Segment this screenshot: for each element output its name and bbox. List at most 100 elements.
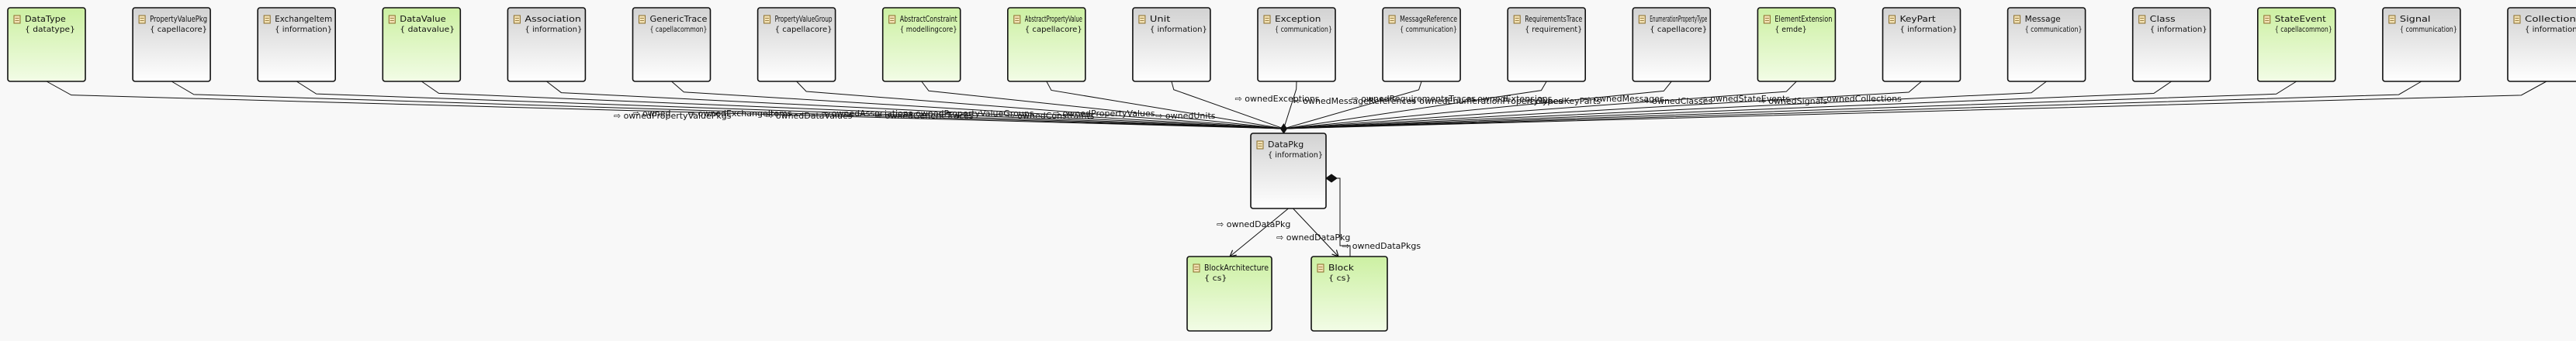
composition-edge-stateevent[interactable]	[1283, 81, 2297, 129]
class-box-elementextension[interactable]: ElementExtension{ emde}	[1757, 7, 1837, 82]
composition-edge-collection[interactable]	[1283, 81, 2547, 129]
class-box-datatype[interactable]: DataType{ datatype}	[7, 7, 86, 82]
class-title: Class	[2150, 14, 2176, 24]
edge-label: ⇨ ownedDataPkgs	[1342, 241, 1421, 251]
edge-line	[171, 81, 1284, 129]
class-package: { cs}	[1204, 274, 1227, 283]
labels-layer: ⇨ owned⇨ ownedPropertyValuePkgs⇨ ownedEx…	[614, 94, 1902, 251]
class-box-unit[interactable]: Unit{ information}	[1132, 7, 1211, 82]
class-box-frame	[1007, 7, 1086, 82]
class-box-frame	[132, 7, 211, 82]
composition-edge-message[interactable]	[1283, 81, 2047, 129]
class-box-collection[interactable]: Collection{ information}	[2507, 7, 2576, 82]
class-icon	[2263, 15, 2271, 24]
edge-line	[1283, 81, 1547, 129]
class-box-enumerationpropertytype[interactable]: EnumerationPropertyType { capellacore}	[1632, 7, 1712, 82]
composition-edge-messagereference[interactable]	[1283, 81, 1422, 129]
class-title: EnumerationPropertyType	[1650, 14, 1707, 24]
edge-label: ⇨ ownedConstraints	[1008, 111, 1095, 121]
class-box-exchangeitem[interactable]: ExchangeItem { information}	[257, 7, 337, 82]
class-box-frame	[7, 7, 86, 82]
class-icon	[763, 15, 771, 24]
composition-edge-enumerationpropertytype[interactable]	[1283, 81, 1672, 129]
class-icon	[2013, 15, 2021, 24]
class-box-keypart[interactable]: KeyPart{ information}	[1882, 7, 1961, 82]
composition-edge-unit[interactable]	[1171, 81, 1284, 129]
class-package: { modellingcore}	[900, 26, 957, 34]
edge-line	[1171, 81, 1284, 129]
class-package: { datavalue}	[400, 26, 455, 34]
composition-edge-generictrace[interactable]	[671, 81, 1284, 129]
composition-edge-class[interactable]	[1283, 81, 2172, 129]
edge-label: ⇨ ownedUnits	[1155, 111, 1216, 121]
class-icon	[1256, 140, 1264, 150]
edge-label: ⇨ ownedClasses	[1643, 96, 1713, 106]
class-title: KeyPart	[1900, 14, 1937, 24]
edge-label: ⇨ ownedDataPkg	[1276, 232, 1350, 243]
class-box-abstractpropertyvalue[interactable]: AbstractPropertyValue{ capellacore}	[1007, 7, 1086, 82]
class-box-abstractconstraint[interactable]: AbstractConstraint{ modellingcore}	[881, 7, 961, 82]
edge-label: ⇨ ownedPropertyValues	[1053, 108, 1155, 119]
class-box-exception[interactable]: Exception{ communication}	[1257, 7, 1336, 82]
class-title: Signal	[2400, 14, 2431, 24]
class-title: ExchangeItem	[275, 14, 332, 24]
class-title: Block	[1328, 263, 1355, 273]
class-box-frame	[1250, 133, 1327, 209]
class-box-requirementstrace[interactable]: RequirementsTrace{ requirement}	[1507, 7, 1586, 82]
class-icon	[1013, 15, 1021, 24]
composition-edge-association[interactable]	[546, 81, 1284, 129]
class-title: Exception	[1275, 14, 1321, 24]
class-box-signal[interactable]: Signal{ communication}	[2382, 7, 2461, 82]
edge-label: ⇨ ownedCollections	[1817, 94, 1903, 104]
class-icon	[388, 15, 396, 24]
class-package: { communication}	[2025, 26, 2083, 34]
class-icon	[1763, 15, 1771, 24]
edge-label: ⇨ ownedStateEvents	[1701, 94, 1791, 104]
edge-line	[296, 81, 1284, 129]
composition-edge-exchangeitem[interactable]	[296, 81, 1284, 129]
composition-edge-propertyvaluepkg[interactable]	[171, 81, 1284, 129]
composition-edge-datavalue[interactable]	[421, 81, 1284, 129]
class-box-propertyvaluepkg[interactable]: PropertyValuePkg{ capellacore}	[132, 7, 211, 82]
class-box-propertyvaluegroup[interactable]: PropertyValueGroup { capellacore}	[757, 7, 836, 82]
edge-line	[1283, 81, 2422, 129]
edge-label: ⇨ ownedExceptions	[1235, 94, 1320, 104]
composition-edge-datapkg[interactable]	[1325, 174, 1351, 257]
class-package: { cs}	[1328, 274, 1352, 283]
class-box-association[interactable]: Association{ information}	[507, 7, 587, 82]
class-icon	[2513, 15, 2521, 24]
class-box-generictrace[interactable]: GenericTrace{ capellacommon}	[632, 7, 712, 82]
class-box-frame	[2507, 7, 2576, 82]
class-icon	[888, 15, 896, 24]
composition-edge-keypart[interactable]	[1283, 81, 1922, 129]
class-box-frame	[1632, 7, 1712, 82]
composition-edge-signal[interactable]	[1283, 81, 2422, 129]
composition-edge-abstractpropertyvalue[interactable]	[1046, 81, 1284, 129]
class-title: PropertyValueGroup	[775, 14, 833, 24]
class-box-datavalue[interactable]: DataValue{ datavalue}	[382, 7, 462, 82]
class-box-message[interactable]: Message{ communication}	[2006, 7, 2086, 82]
class-box-messagereference[interactable]: MessageReference{ communication}	[1382, 7, 1461, 82]
composition-edge-exception[interactable]	[1283, 81, 1297, 129]
composition-edge-requirementstrace[interactable]	[1283, 81, 1547, 129]
class-title: GenericTrace	[650, 14, 708, 24]
class-package: { information}	[275, 26, 332, 34]
class-package: { capellacore}	[775, 26, 833, 34]
class-package: { capellacore}	[1650, 26, 1707, 34]
class-box-datapkg[interactable]: DataPkg{ information}	[1250, 133, 1327, 209]
class-box-block[interactable]: Block{ cs}	[1311, 256, 1388, 332]
class-package: { capellacore}	[1025, 26, 1082, 34]
composition-edge-elementextension[interactable]	[1283, 81, 1797, 129]
composition-edge-abstractconstraint[interactable]	[921, 81, 1284, 129]
class-box-class[interactable]: Class{ information}	[2131, 7, 2211, 82]
composition-edge-datatype[interactable]	[46, 81, 1284, 129]
class-box-blockarchitecture[interactable]: BlockArchitecture{ cs}	[1186, 256, 1272, 332]
edge-line	[1293, 208, 1339, 257]
class-box-frame	[2257, 7, 2336, 82]
class-box-frame	[1132, 7, 1211, 82]
composition-edge-propertyvaluegroup[interactable]	[796, 81, 1284, 129]
class-box-stateevent[interactable]: StateEvent{ capellacommon}	[2257, 7, 2336, 82]
class-icon	[2138, 15, 2146, 24]
edge-line	[1283, 81, 1672, 129]
